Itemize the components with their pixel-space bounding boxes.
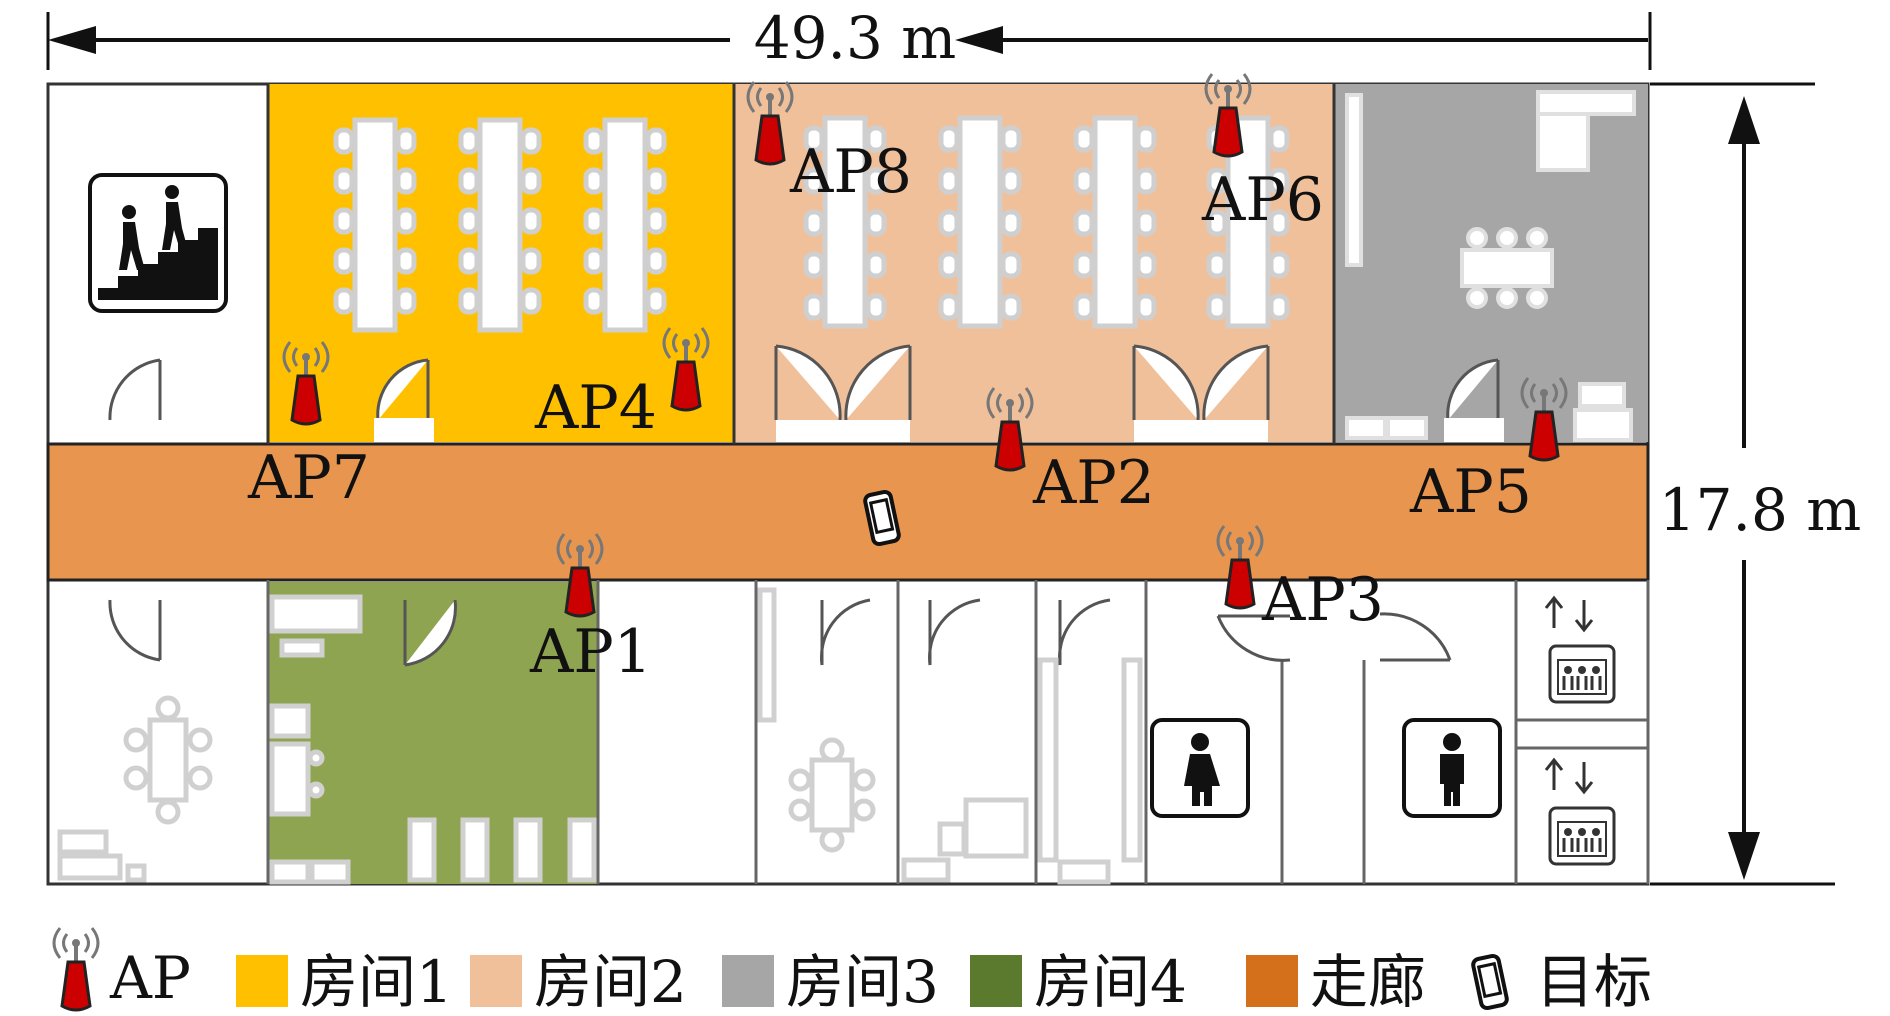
lower-room-furniture	[57, 587, 1143, 885]
legend-room1-swatch	[236, 955, 288, 1007]
legend-room3-label: 房间3	[786, 948, 939, 1016]
legend-target-label: 目标	[1536, 948, 1652, 1016]
top-doors	[108, 344, 1504, 442]
legend-room4-swatch	[970, 955, 1022, 1007]
legend-room4-label: 房间4	[1034, 948, 1187, 1016]
stairs-icon	[88, 173, 228, 313]
ap2-label: AP2	[1032, 448, 1155, 518]
legend-ap-label: AP	[109, 944, 191, 1012]
ap6-label: AP6	[1201, 165, 1324, 235]
legend-room1-label: 房间1	[300, 948, 453, 1016]
legend-room3-swatch	[722, 955, 774, 1007]
ap5-label: AP5	[1409, 457, 1532, 527]
room1-tables	[333, 117, 667, 333]
interior-walls	[266, 84, 1650, 884]
legend-corridor-swatch	[1246, 955, 1298, 1007]
bottom-doors	[108, 598, 1452, 667]
legend-target-icon	[1470, 952, 1510, 1012]
ap1-label: AP1	[529, 617, 652, 687]
womens-restroom-icon	[1150, 718, 1250, 818]
elevator-icon	[1544, 595, 1616, 704]
mens-restroom-icon	[1402, 718, 1502, 818]
height-label: 17.8 m	[1659, 476, 1862, 544]
legend-room2-label: 房间2	[534, 948, 687, 1016]
ap8-label: AP8	[789, 137, 912, 207]
width-label: 49.3 m	[754, 4, 957, 72]
ap4-label: AP4	[534, 373, 657, 443]
legend-room2-swatch	[470, 955, 522, 1007]
corridor	[46, 442, 1650, 582]
room3-furniture	[1345, 90, 1636, 442]
legend: AP 房间1 房间2 房间3 房间4 走廊 目标	[52, 926, 1652, 1016]
width-dimension	[46, 12, 1652, 70]
legend-corridor-label: 走廊	[1310, 948, 1426, 1016]
legend-ap-icon	[52, 926, 100, 1012]
ap3-label: AP3	[1261, 565, 1384, 635]
ap7-label: AP7	[247, 443, 370, 513]
room2-tables	[803, 115, 1290, 329]
elevator-icon	[1544, 757, 1616, 866]
height-dimension	[1650, 82, 1835, 886]
